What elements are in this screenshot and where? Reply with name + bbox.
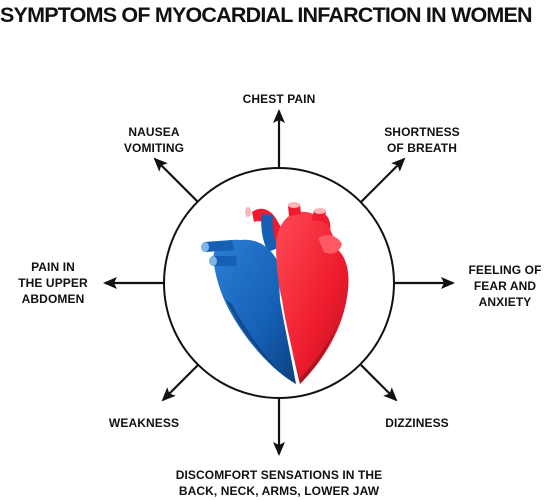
symptom-label-bottom: DISCOMFORT SENSATIONS IN THE BACK, NECK,… [175,468,383,498]
page-title: SYMPTOMS OF MYOCARDIAL INFARCTION IN WOM… [0,3,533,27]
arrow-icon-bottom-left [161,364,199,402]
arrow-icon-top-left [153,157,199,203]
arrows [103,109,455,456]
symptom-label-left: PAIN IN THE UPPER ABDOMEN [18,260,88,306]
symptom-label-bottom-left: WEAKNESS [108,416,180,430]
symptom-label-right: FEELING OF FEAR AND ANXIETY [468,263,542,309]
heart-icon [201,202,349,384]
symptom-label-top: CHEST PAIN [242,92,316,106]
symptom-label-top-left: NAUSEA VOMITING [123,125,185,155]
symptom-label-top-right: SHORTNESS OF BREATH [384,125,460,155]
arrow-icon-bottom-right [360,364,398,402]
symptom-label-bottom-right: DIZZINESS [385,416,449,430]
arrow-icon-top-right [360,157,406,203]
